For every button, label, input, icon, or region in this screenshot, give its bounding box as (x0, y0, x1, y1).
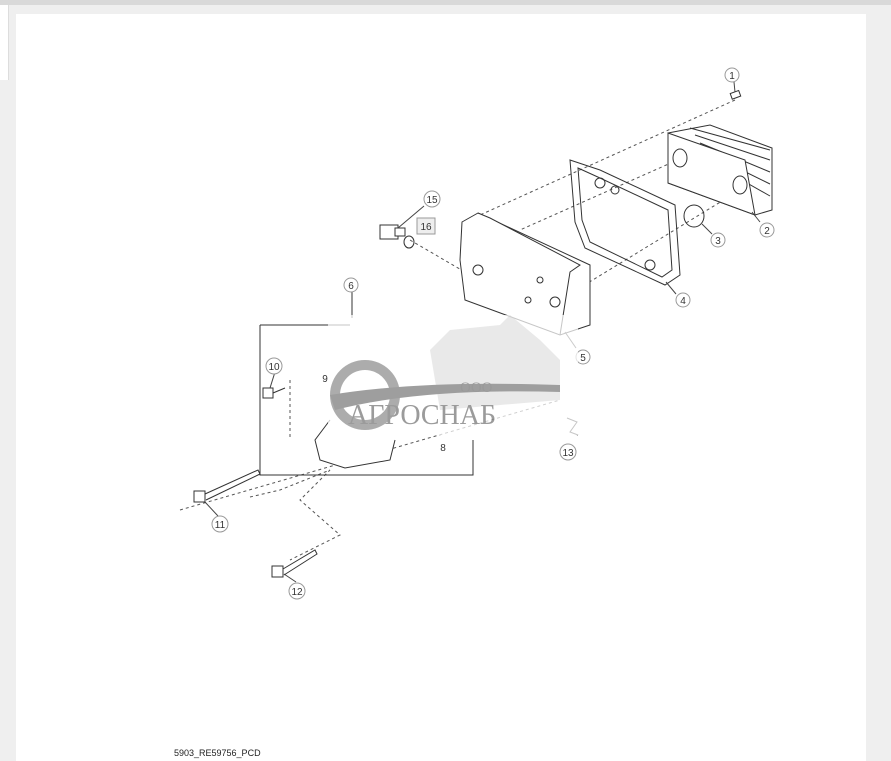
side-panel (0, 5, 9, 80)
callout-3: 3 (710, 232, 726, 248)
diagram-caption: 5903_RE59756_PCD (174, 748, 261, 758)
part-11-bolt (193, 469, 261, 503)
part-3-o-ring (683, 204, 705, 228)
callout-15: 15 (423, 190, 441, 208)
svg-text:3: 3 (715, 236, 721, 247)
part-16-seal (403, 235, 415, 249)
svg-text:13: 13 (562, 448, 574, 459)
callout-13: 13 (559, 443, 577, 461)
svg-text:АГРОСНАБ: АГРОСНАБ (348, 400, 496, 431)
callout-10: 10 (265, 357, 283, 375)
callout-4: 4 (675, 292, 691, 308)
part-2-oil-cooler (667, 124, 773, 216)
svg-text:1: 1 (729, 71, 735, 82)
part-4-gasket (569, 159, 681, 286)
svg-text:16: 16 (420, 222, 432, 233)
svg-text:12: 12 (291, 587, 303, 598)
svg-text:11: 11 (215, 520, 226, 531)
part-1-screw (729, 89, 742, 100)
callout-1: 1 (724, 67, 740, 83)
svg-text:2: 2 (764, 226, 770, 237)
svg-text:9: 9 (322, 374, 328, 385)
svg-text:6: 6 (348, 281, 354, 292)
callout-8: 8 (440, 443, 446, 454)
callout-6: 6 (343, 277, 359, 293)
part-5-housing (459, 212, 591, 336)
part-10-bolt (262, 387, 286, 399)
svg-text:15: 15 (426, 195, 438, 206)
svg-text:8: 8 (440, 443, 446, 454)
callout-11: 11 (211, 515, 229, 533)
svg-text:ООО: ООО (460, 380, 493, 396)
watermark-logo: ООО АГРОСНАБ (328, 315, 578, 435)
top-bar (0, 0, 891, 5)
part-12-bolt (271, 549, 318, 578)
svg-text:10: 10 (268, 362, 280, 373)
callout-labels: 1 2 3 4 5 6 8 9 10 11 12 13 15 16 (211, 67, 775, 600)
svg-text:5: 5 (580, 353, 586, 364)
part-15-plug (379, 224, 406, 240)
callout-9: 9 (322, 374, 328, 385)
svg-text:4: 4 (680, 296, 686, 307)
callout-16: 16 (416, 217, 436, 235)
callout-2: 2 (759, 222, 775, 238)
callout-12: 12 (288, 582, 306, 600)
callout-5: 5 (575, 349, 591, 365)
